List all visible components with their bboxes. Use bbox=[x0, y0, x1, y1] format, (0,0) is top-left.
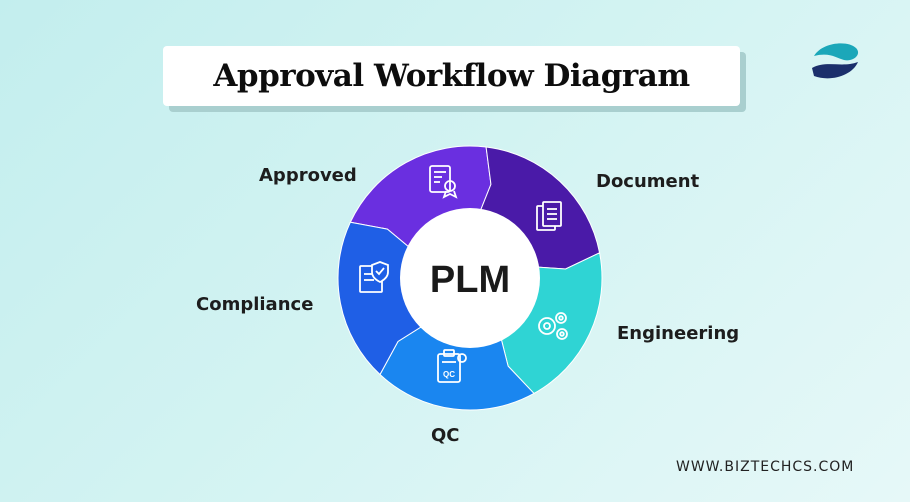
website-url: WWW.BIZTECHCS.COM bbox=[676, 459, 855, 475]
stage-label-compliance: Compliance bbox=[196, 294, 314, 315]
logo-teal-swoosh bbox=[814, 43, 859, 61]
qc-clipboard-icon: QC bbox=[437, 349, 467, 383]
gears-icon bbox=[538, 312, 568, 340]
page-title: Approval Workflow Diagram bbox=[213, 58, 690, 94]
compliance-shield-icon bbox=[359, 261, 389, 293]
logo-navy-swoosh bbox=[812, 62, 858, 79]
stage-label-document: Document bbox=[596, 171, 700, 192]
brand-logo-icon bbox=[812, 43, 859, 79]
svg-text:QC: QC bbox=[443, 370, 455, 379]
center-disc bbox=[400, 208, 540, 348]
workflow-cycle-diagram: PLM QC bbox=[337, 145, 603, 411]
title-box: Approval Workflow Diagram bbox=[163, 46, 740, 106]
stage-label-engineering: Engineering bbox=[617, 323, 740, 344]
stage-label-approved: Approved bbox=[259, 165, 357, 186]
certificate-stamp-icon bbox=[429, 165, 458, 199]
stage-label-qc: QC bbox=[431, 425, 460, 446]
title-banner: Approval Workflow Diagram bbox=[163, 46, 746, 114]
center-label: PLM bbox=[430, 259, 510, 301]
documents-icon bbox=[536, 201, 562, 231]
